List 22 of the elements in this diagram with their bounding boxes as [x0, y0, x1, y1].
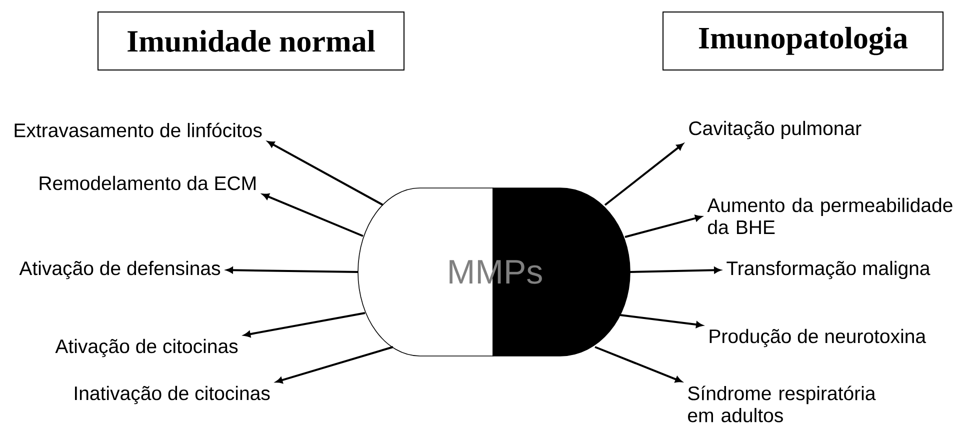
effect-label: Ativação de defensinas — [19, 260, 220, 280]
effect-label: Aumento da permeabilidade da BHE — [707, 198, 952, 234]
arrow — [268, 141, 384, 206]
arrow — [276, 346, 394, 384]
arrow — [624, 214, 702, 238]
arrow — [262, 193, 364, 237]
effect-label: Produção de neurotoxina — [710, 328, 926, 348]
arrow — [244, 312, 366, 338]
arrow — [604, 143, 684, 206]
effect-label: Cavitação pulmonar — [689, 120, 862, 140]
arrow — [620, 314, 703, 328]
arrow — [226, 266, 358, 274]
effect-label: Ativação de citocinas — [55, 338, 238, 358]
effect-label: Remodelamento da ECM — [40, 176, 256, 190]
arrow — [594, 346, 682, 383]
effect-label: Inativação de citocinas — [75, 386, 270, 404]
effect-label: Extravasamento de linfócitos — [14, 122, 262, 138]
heading-box: Imunopatologia — [662, 12, 944, 70]
effect-label: Transformação maligna — [726, 260, 930, 280]
effect-label: Síndrome respiratória em adultos — [688, 386, 876, 422]
heading-box: Imunidade normal — [98, 12, 404, 70]
arrow — [630, 267, 721, 274]
